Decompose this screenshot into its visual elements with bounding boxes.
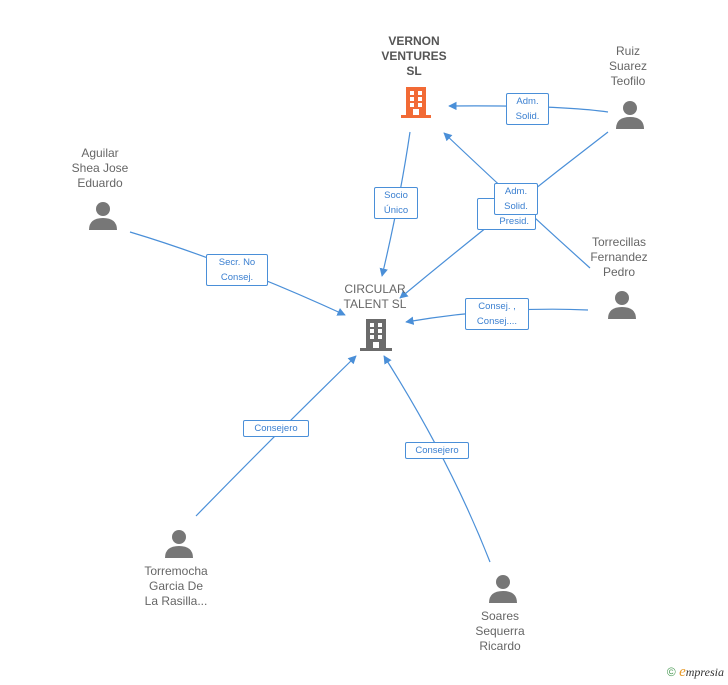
edge-soares-circular bbox=[383, 355, 491, 563]
empresia-logo-text: mpresia bbox=[685, 665, 724, 679]
building-icon[interactable] bbox=[360, 317, 392, 352]
soares-label[interactable]: Soares Sequerra Ricardo bbox=[475, 609, 525, 653]
person-icon[interactable] bbox=[615, 100, 645, 130]
edge-label-secr-no-consej[interactable]: Secr. No Consej. bbox=[206, 254, 268, 286]
empresia-watermark: © empresia bbox=[667, 664, 724, 681]
torremocha-label[interactable]: Torremocha Garcia De La Rasilla... bbox=[144, 564, 208, 608]
person-icon[interactable] bbox=[607, 290, 637, 320]
copyright-symbol: © bbox=[666, 665, 676, 679]
edge-label-consejero[interactable]: Consejero bbox=[243, 420, 309, 437]
aguilar-shea-label[interactable]: Aguilar Shea Jose Eduardo bbox=[71, 146, 129, 190]
building-icon[interactable] bbox=[401, 85, 431, 119]
edge-label-adm-solid[interactable]: Adm. Solid. bbox=[506, 93, 549, 125]
edge-label-socio-unico[interactable]: Socio Único bbox=[374, 187, 418, 219]
circular-talent-label[interactable]: CIRCULAR TALENT SL bbox=[343, 282, 407, 311]
edge-label-consejero[interactable]: Consejero bbox=[405, 442, 469, 459]
ruiz-suarez-label[interactable]: Ruiz Suarez Teofilo bbox=[608, 44, 648, 88]
edge-label-adm-solid[interactable]: Adm. Solid. bbox=[494, 183, 538, 215]
person-icon[interactable] bbox=[164, 529, 194, 559]
torrecillas-label[interactable]: Torrecillas Fernandez Pedro bbox=[590, 235, 648, 279]
edge-label-consej[interactable]: Consej. , Consej.... bbox=[465, 298, 529, 330]
person-icon[interactable] bbox=[488, 574, 518, 604]
edge-torremocha-circular bbox=[195, 355, 357, 517]
vernon-ventures-label[interactable]: VERNON VENTURES SL bbox=[381, 34, 447, 78]
person-icon[interactable] bbox=[88, 201, 118, 231]
empresia-logo-initial: e bbox=[679, 664, 686, 680]
